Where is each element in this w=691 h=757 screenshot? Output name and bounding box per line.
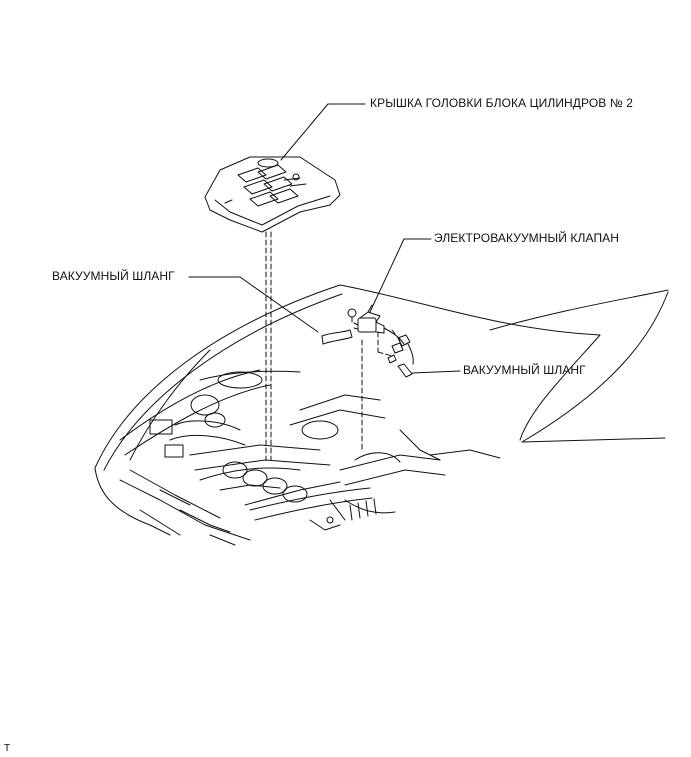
label-cylinder-head-cover: КРЫШКА ГОЛОВКИ БЛОКА ЦИЛИНДРОВ № 2 [370,96,634,110]
vacuum-hose-left-illustration [321,329,353,345]
label-vacuum-switching-valve: ЭЛЕКТРОВАКУУМНЫЙ КЛАПАН [434,231,620,245]
corner-marker: T [4,743,11,754]
vacuum-switching-valve-illustration [347,304,385,334]
cylinder-head-cover-illustration [204,156,341,233]
label-vacuum-hose-left: ВАКУУМНЫЙ ШЛАНГ [52,269,175,283]
engine-compartment [119,369,501,546]
vacuum-hose-right-illustration [383,327,414,378]
callout-leader-lines [188,103,461,374]
assembly-guide-lines [265,231,401,461]
label-vacuum-hose-right: ВАКУУМНЫЙ ШЛАНГ [463,363,586,377]
